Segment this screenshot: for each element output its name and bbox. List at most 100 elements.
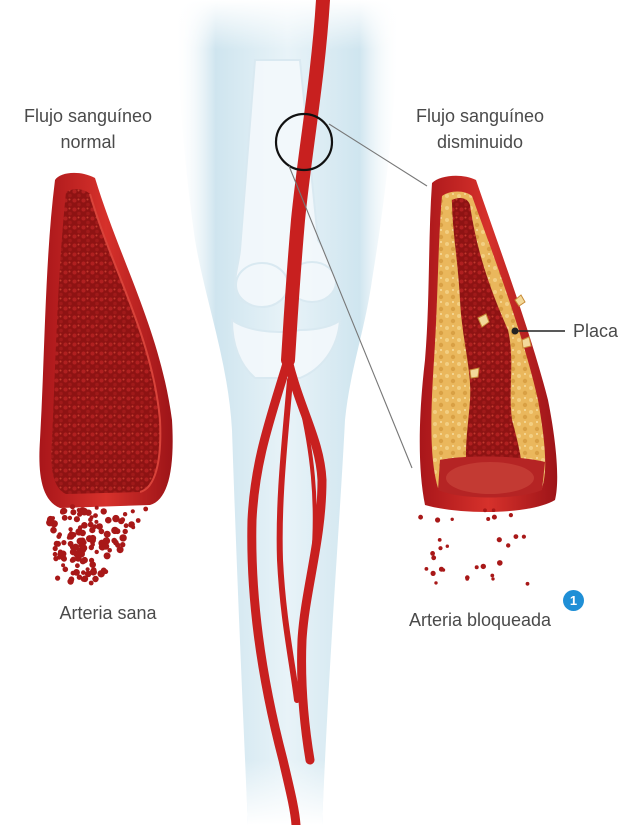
blood-cell: [61, 508, 67, 514]
blood-cell: [77, 511, 82, 516]
blood-cell: [68, 542, 73, 547]
blood-cell: [103, 543, 110, 550]
blood-cell: [465, 577, 469, 581]
blood-cell: [514, 534, 519, 539]
blocked-artery-label: Arteria bloqueada: [380, 607, 580, 633]
reduced-flow-label: Flujo sanguíneo disminuido: [392, 103, 568, 155]
blood-cell: [80, 558, 86, 564]
blood-cell: [526, 582, 530, 586]
blocked-blood-cells: [418, 508, 529, 585]
blood-cell: [82, 540, 87, 545]
blood-cell: [509, 513, 513, 517]
blood-cell: [68, 527, 72, 531]
blood-cell: [89, 581, 94, 586]
blood-cell: [418, 515, 423, 520]
blood-cell: [99, 529, 105, 535]
blood-cell: [63, 567, 69, 573]
blood-cell: [492, 515, 497, 520]
blood-cell: [62, 515, 68, 521]
blood-cell: [506, 543, 510, 547]
healthy-blood-cells: [46, 504, 148, 585]
plaque-label: Placa: [573, 318, 618, 344]
blood-cell: [77, 555, 81, 559]
blood-cell: [93, 513, 98, 518]
blood-cell: [57, 532, 62, 537]
blood-cell: [89, 545, 94, 550]
blood-cell: [431, 555, 436, 560]
blood-cell: [104, 552, 111, 559]
blood-cell: [97, 524, 101, 528]
blood-cell: [89, 561, 96, 568]
blood-cell: [53, 552, 58, 557]
blood-cell: [74, 516, 80, 522]
blood-cell: [446, 545, 449, 548]
blood-cell: [88, 522, 94, 528]
blood-cell: [483, 508, 487, 512]
blood-cell: [95, 550, 99, 554]
blood-cell: [491, 577, 494, 580]
blood-cell: [70, 549, 77, 556]
blood-cell: [101, 568, 107, 574]
blood-cell: [435, 517, 440, 522]
blood-cell: [75, 563, 80, 568]
blood-cell: [522, 535, 526, 539]
blood-cell: [438, 546, 442, 550]
blood-cell: [451, 518, 454, 521]
blood-cell: [67, 578, 73, 584]
blood-cell: [61, 540, 66, 545]
blood-cell: [68, 516, 72, 520]
blood-cell: [55, 541, 61, 547]
blood-cell: [430, 551, 435, 556]
blood-cell: [119, 534, 126, 541]
blood-cell: [47, 516, 54, 523]
blood-cell: [131, 509, 135, 513]
blocked-artery-section: [420, 176, 557, 512]
blood-cell: [78, 525, 83, 530]
blood-cell: [431, 571, 436, 576]
blood-cell: [89, 535, 96, 542]
blood-cell: [143, 507, 148, 512]
blood-cell: [492, 508, 496, 512]
blood-cell: [70, 504, 75, 509]
blood-cell: [101, 508, 107, 514]
healthy-artery-section: [39, 173, 172, 508]
blood-cell: [70, 509, 76, 515]
blood-cell: [91, 569, 97, 575]
blood-cell: [70, 558, 75, 563]
blood-cell: [434, 581, 437, 584]
normal-flow-label: Flujo sanguíneo normal: [0, 103, 176, 155]
blood-cell: [123, 512, 127, 516]
blood-cell: [73, 569, 80, 576]
blood-cell: [425, 567, 429, 571]
blood-cell: [486, 517, 490, 521]
blood-cell: [69, 531, 74, 536]
blood-cell: [123, 529, 128, 534]
blood-cell: [94, 520, 98, 524]
blood-cell: [475, 565, 479, 569]
blood-cell: [105, 517, 112, 524]
blood-cell: [497, 560, 503, 566]
blood-cell: [442, 568, 446, 572]
blood-cell: [481, 564, 486, 569]
blood-cell: [90, 515, 94, 519]
blood-cell: [490, 574, 494, 578]
blood-cell: [118, 518, 124, 524]
blood-cell: [93, 577, 98, 582]
blood-cell: [50, 527, 57, 534]
blood-cell: [124, 523, 129, 528]
blood-cell: [55, 576, 60, 581]
blood-cell: [104, 531, 111, 538]
blood-cell: [81, 570, 86, 575]
blood-cell: [89, 527, 95, 533]
blood-cell: [131, 525, 135, 529]
blood-cell: [136, 518, 141, 523]
blood-cell: [60, 555, 66, 561]
blood-cell: [115, 543, 120, 548]
blood-cell: [95, 506, 99, 510]
blood-cell: [81, 545, 88, 552]
healthy-artery-label: Arteria sana: [28, 600, 188, 626]
blood-cell: [497, 537, 502, 542]
blood-cell: [438, 538, 442, 542]
blood-cell: [81, 577, 86, 582]
blood-cell: [115, 528, 121, 534]
